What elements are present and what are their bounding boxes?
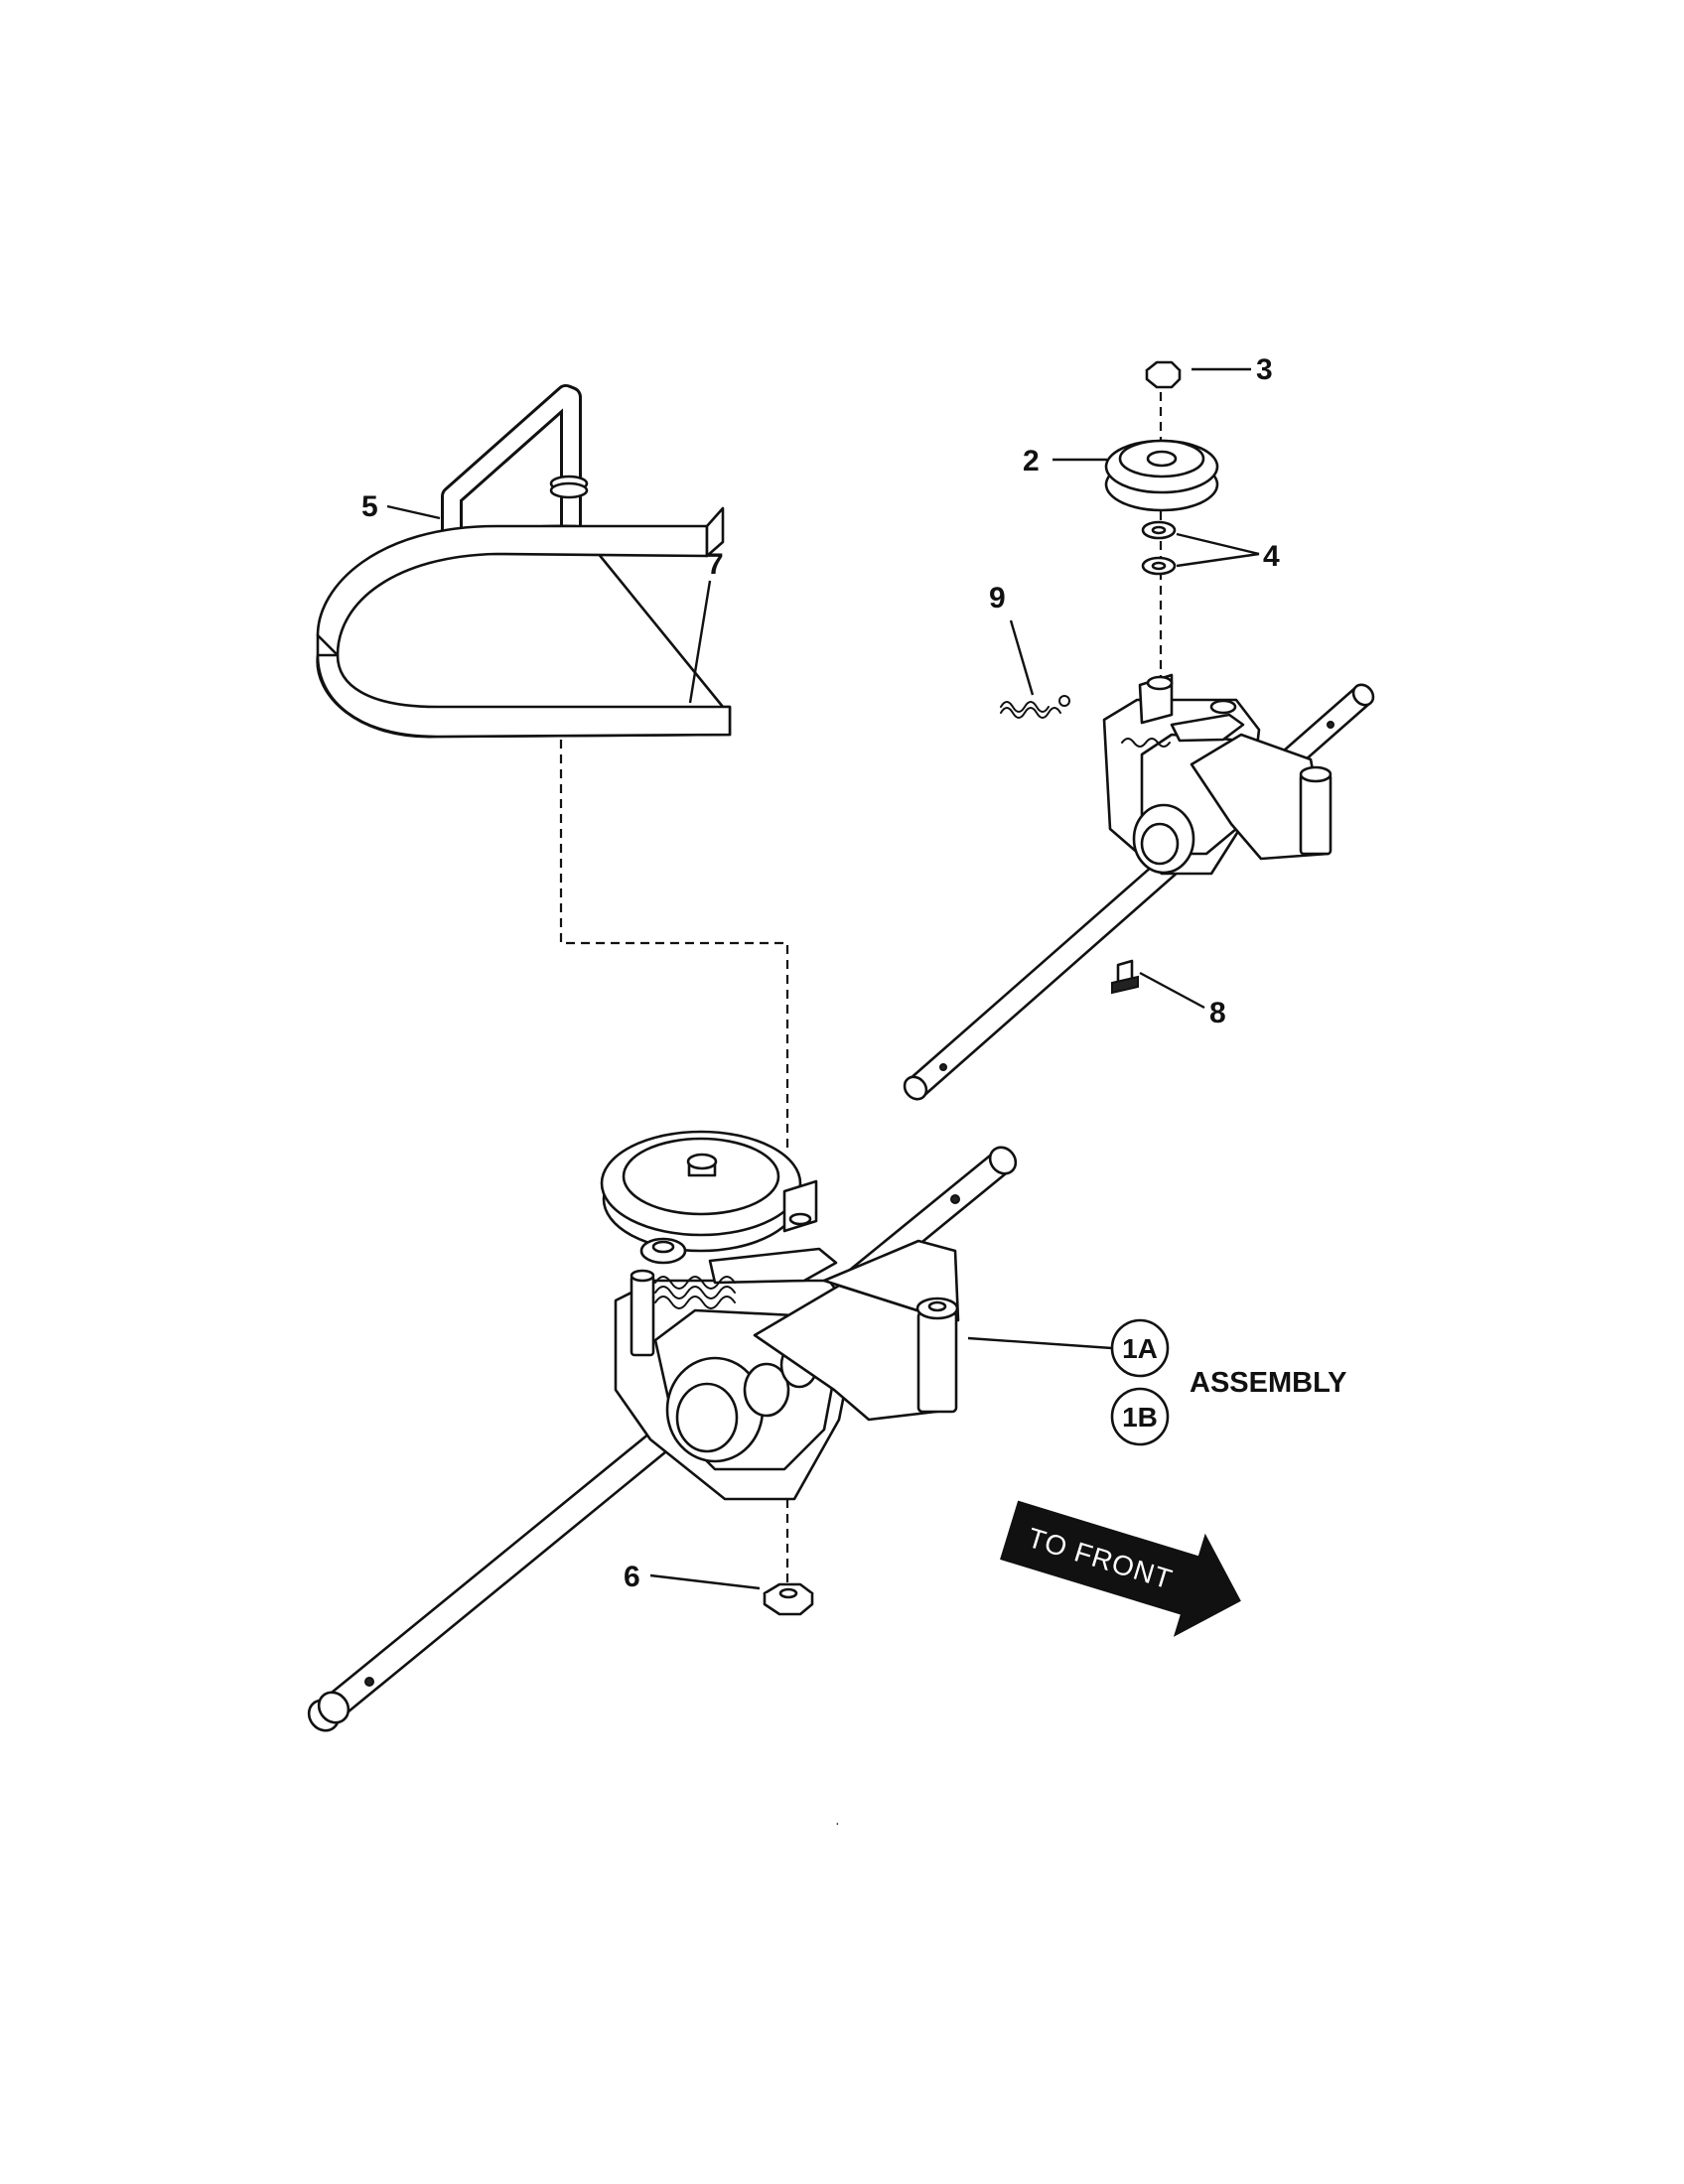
- arrow-icon: [1000, 1500, 1241, 1637]
- callout-circle-1b: [1110, 1387, 1170, 1446]
- leader-lines: [386, 367, 1260, 1590]
- part-6-nut: [763, 1582, 814, 1616]
- callout-5: 5: [361, 490, 378, 523]
- callout-1a: 1A: [1122, 1333, 1158, 1364]
- callout-circle-1a: [1110, 1318, 1170, 1378]
- callout-6: 6: [624, 1561, 640, 1593]
- part-2-idler-pulley: [1104, 439, 1219, 512]
- callout-8: 8: [1209, 997, 1226, 1029]
- callout-1b: 1B: [1122, 1402, 1158, 1433]
- footer-mark: .: [836, 1817, 839, 1828]
- lever-spring: [654, 1276, 736, 1309]
- transaxle-view-upper: [903, 673, 1375, 1101]
- part-9-spring: [1000, 695, 1070, 719]
- callout-4: 4: [1263, 540, 1280, 573]
- callout-numbers: 3 2 4 5 7 9 8 6: [361, 353, 1280, 1593]
- callout-9: 9: [989, 582, 1006, 614]
- callout-7: 7: [707, 548, 724, 581]
- assembly-label: ASSEMBLY: [1190, 1367, 1346, 1399]
- callout-3: 3: [1256, 353, 1273, 386]
- part-7-belt: [316, 506, 732, 739]
- transaxle-assembly-lower: [307, 1130, 1018, 1732]
- callout-2: 2: [1023, 445, 1040, 478]
- part-3-nut: [1145, 360, 1182, 389]
- assembly-callouts: 1A 1B ASSEMBLY: [1110, 1318, 1346, 1446]
- to-front-arrow: TO FRONT: [1000, 1500, 1241, 1637]
- part-4-washers: [1141, 520, 1177, 576]
- part-8-bolt: [1111, 959, 1139, 995]
